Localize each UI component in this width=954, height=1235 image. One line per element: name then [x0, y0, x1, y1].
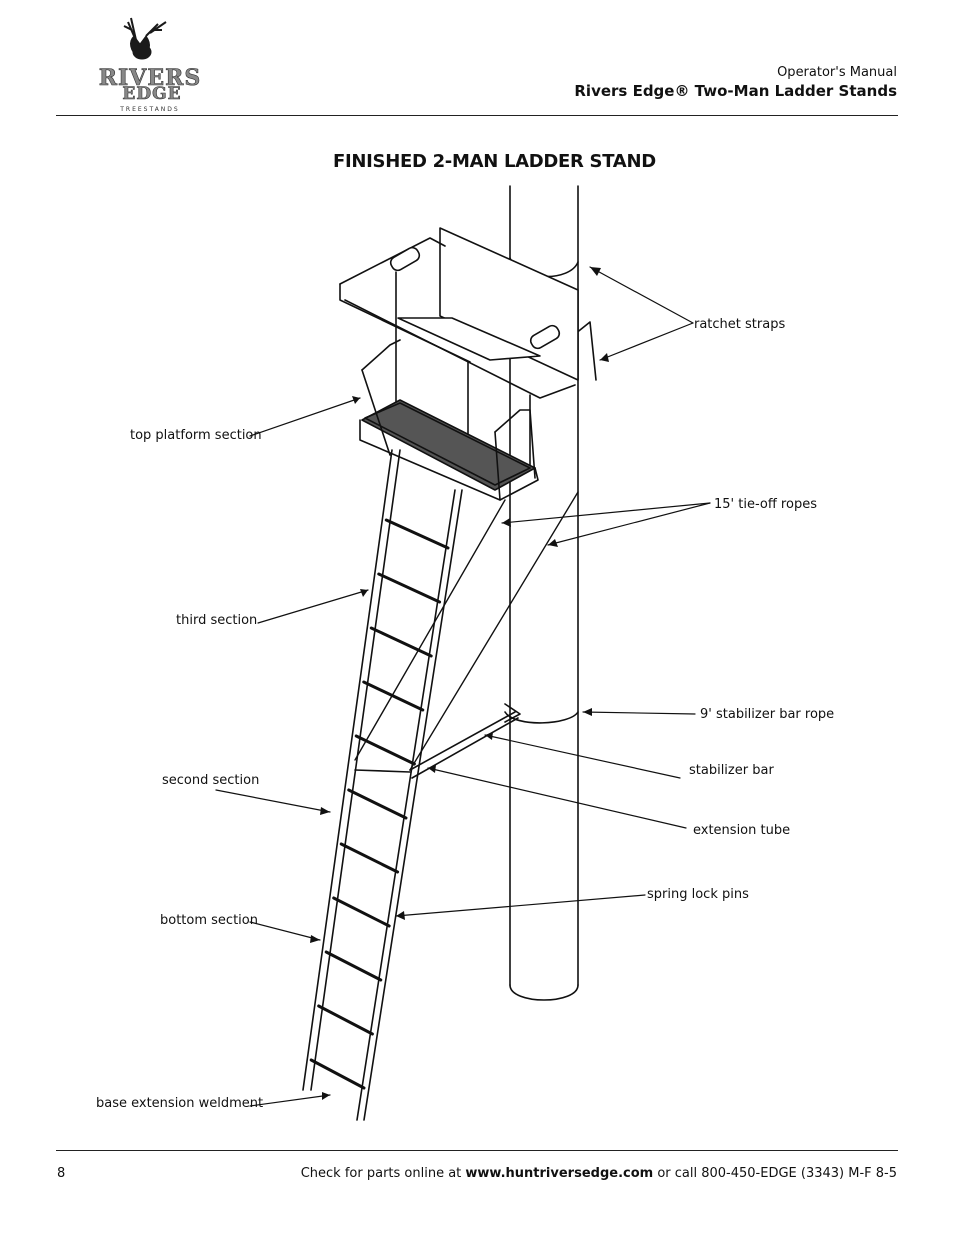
- label-extension-tube: extension tube: [693, 823, 791, 838]
- ladder: [302, 449, 463, 1121]
- footer-text-after: or call 800-450-EDGE (3343) M-F 8-5: [653, 1166, 897, 1181]
- footer-contact: Check for parts online at www.huntrivers…: [301, 1166, 897, 1181]
- label-base-extension-weldment: base extension weldment: [96, 1096, 264, 1111]
- arrow-heads: [310, 267, 609, 1100]
- svg-text:TREESTANDS: TREESTANDS: [119, 106, 179, 113]
- rivers-edge-logo: RIVERS EDGE TREESTANDS: [98, 17, 202, 113]
- label-stabilizer-bar: stabilizer bar: [689, 763, 774, 778]
- footer-text-before: Check for parts online at: [300, 1166, 466, 1181]
- header-divider: [56, 115, 898, 116]
- document-title: Rivers Edge® Two-Man Ladder Stands: [574, 82, 897, 100]
- ladder-rungs: [309, 518, 450, 1090]
- label-stabilizer-bar-rope: 9' stabilizer bar rope: [700, 707, 835, 722]
- ladder-rung: [332, 896, 391, 928]
- website-link[interactable]: www.huntriversedge.com: [465, 1166, 654, 1181]
- ladder-rung: [309, 1058, 366, 1090]
- deer-head-icon: [123, 17, 167, 60]
- ladder-rung: [384, 518, 450, 550]
- label-top-platform-section: top platform section: [130, 428, 262, 443]
- ladder-rung: [377, 572, 442, 604]
- ladder-rung: [347, 788, 408, 820]
- footer-divider: [56, 1150, 898, 1151]
- tie-off-rope-2: [409, 491, 579, 771]
- document-type: Operator's Manual: [777, 65, 897, 80]
- page-number: 8: [57, 1166, 66, 1181]
- ladder-rung: [324, 950, 383, 982]
- label-ratchet-straps: ratchet straps: [694, 317, 786, 332]
- label-second-section: second section: [162, 773, 260, 788]
- ladder-rung: [354, 734, 416, 766]
- platform: [359, 339, 539, 501]
- seat: [339, 227, 579, 471]
- section-title: FINISHED 2-MAN LADDER STAND: [333, 151, 656, 172]
- stabilizer-bar: [354, 703, 579, 779]
- ladder-rung: [317, 1004, 374, 1036]
- label-tie-off-ropes: 15' tie-off ropes: [714, 497, 817, 512]
- label-third-section: third section: [176, 613, 258, 628]
- ladder-rung: [339, 842, 400, 874]
- label-bottom-section: bottom section: [160, 913, 258, 928]
- svg-text:RIVERS: RIVERS: [99, 65, 202, 91]
- svg-text:EDGE: EDGE: [122, 84, 181, 104]
- ladder-rung: [362, 680, 425, 712]
- label-spring-lock-pins: spring lock pins: [647, 887, 749, 902]
- callout-arrows: [215, 266, 711, 1107]
- tie-off-rope-1: [354, 499, 506, 761]
- ladder-rung: [369, 626, 433, 658]
